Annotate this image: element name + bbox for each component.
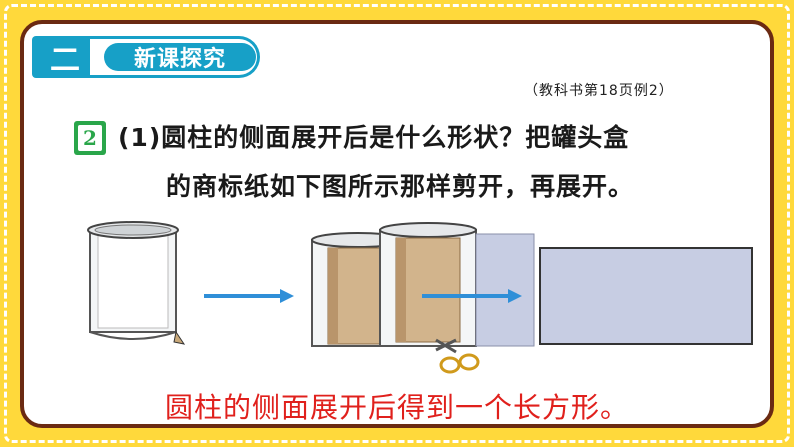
answer-text: 圆柱的侧面展开后得到一个长方形。 xyxy=(164,391,629,424)
cut-can-icon xyxy=(311,222,535,347)
arrow-icon xyxy=(422,289,522,303)
rectangle-sheet xyxy=(539,247,753,345)
illustration xyxy=(87,221,753,374)
scissors-icon xyxy=(435,338,480,374)
can-icon xyxy=(87,221,186,345)
section-number: 二 xyxy=(32,36,98,78)
decorative-border xyxy=(4,4,790,443)
example-number: 2 xyxy=(78,125,102,151)
slide-card: 二 新课探究 （教科书第18页例2） 2 (1)圆柱的侧面展开后是什么形状？把罐… xyxy=(20,20,774,428)
arrow-icon xyxy=(204,289,294,303)
section-title-frame: 新课探究 xyxy=(90,36,260,78)
example-badge: 2 xyxy=(74,121,106,155)
textbook-reference: （教科书第18页例2） xyxy=(524,83,674,99)
question-text-line1: (1)圆柱的侧面展开后是什么形状？把罐头盒 xyxy=(118,123,630,152)
section-title: 新课探究 xyxy=(104,43,256,72)
question-text-line2: 的商标纸如下图所示那样剪开，再展开。 xyxy=(166,172,635,201)
